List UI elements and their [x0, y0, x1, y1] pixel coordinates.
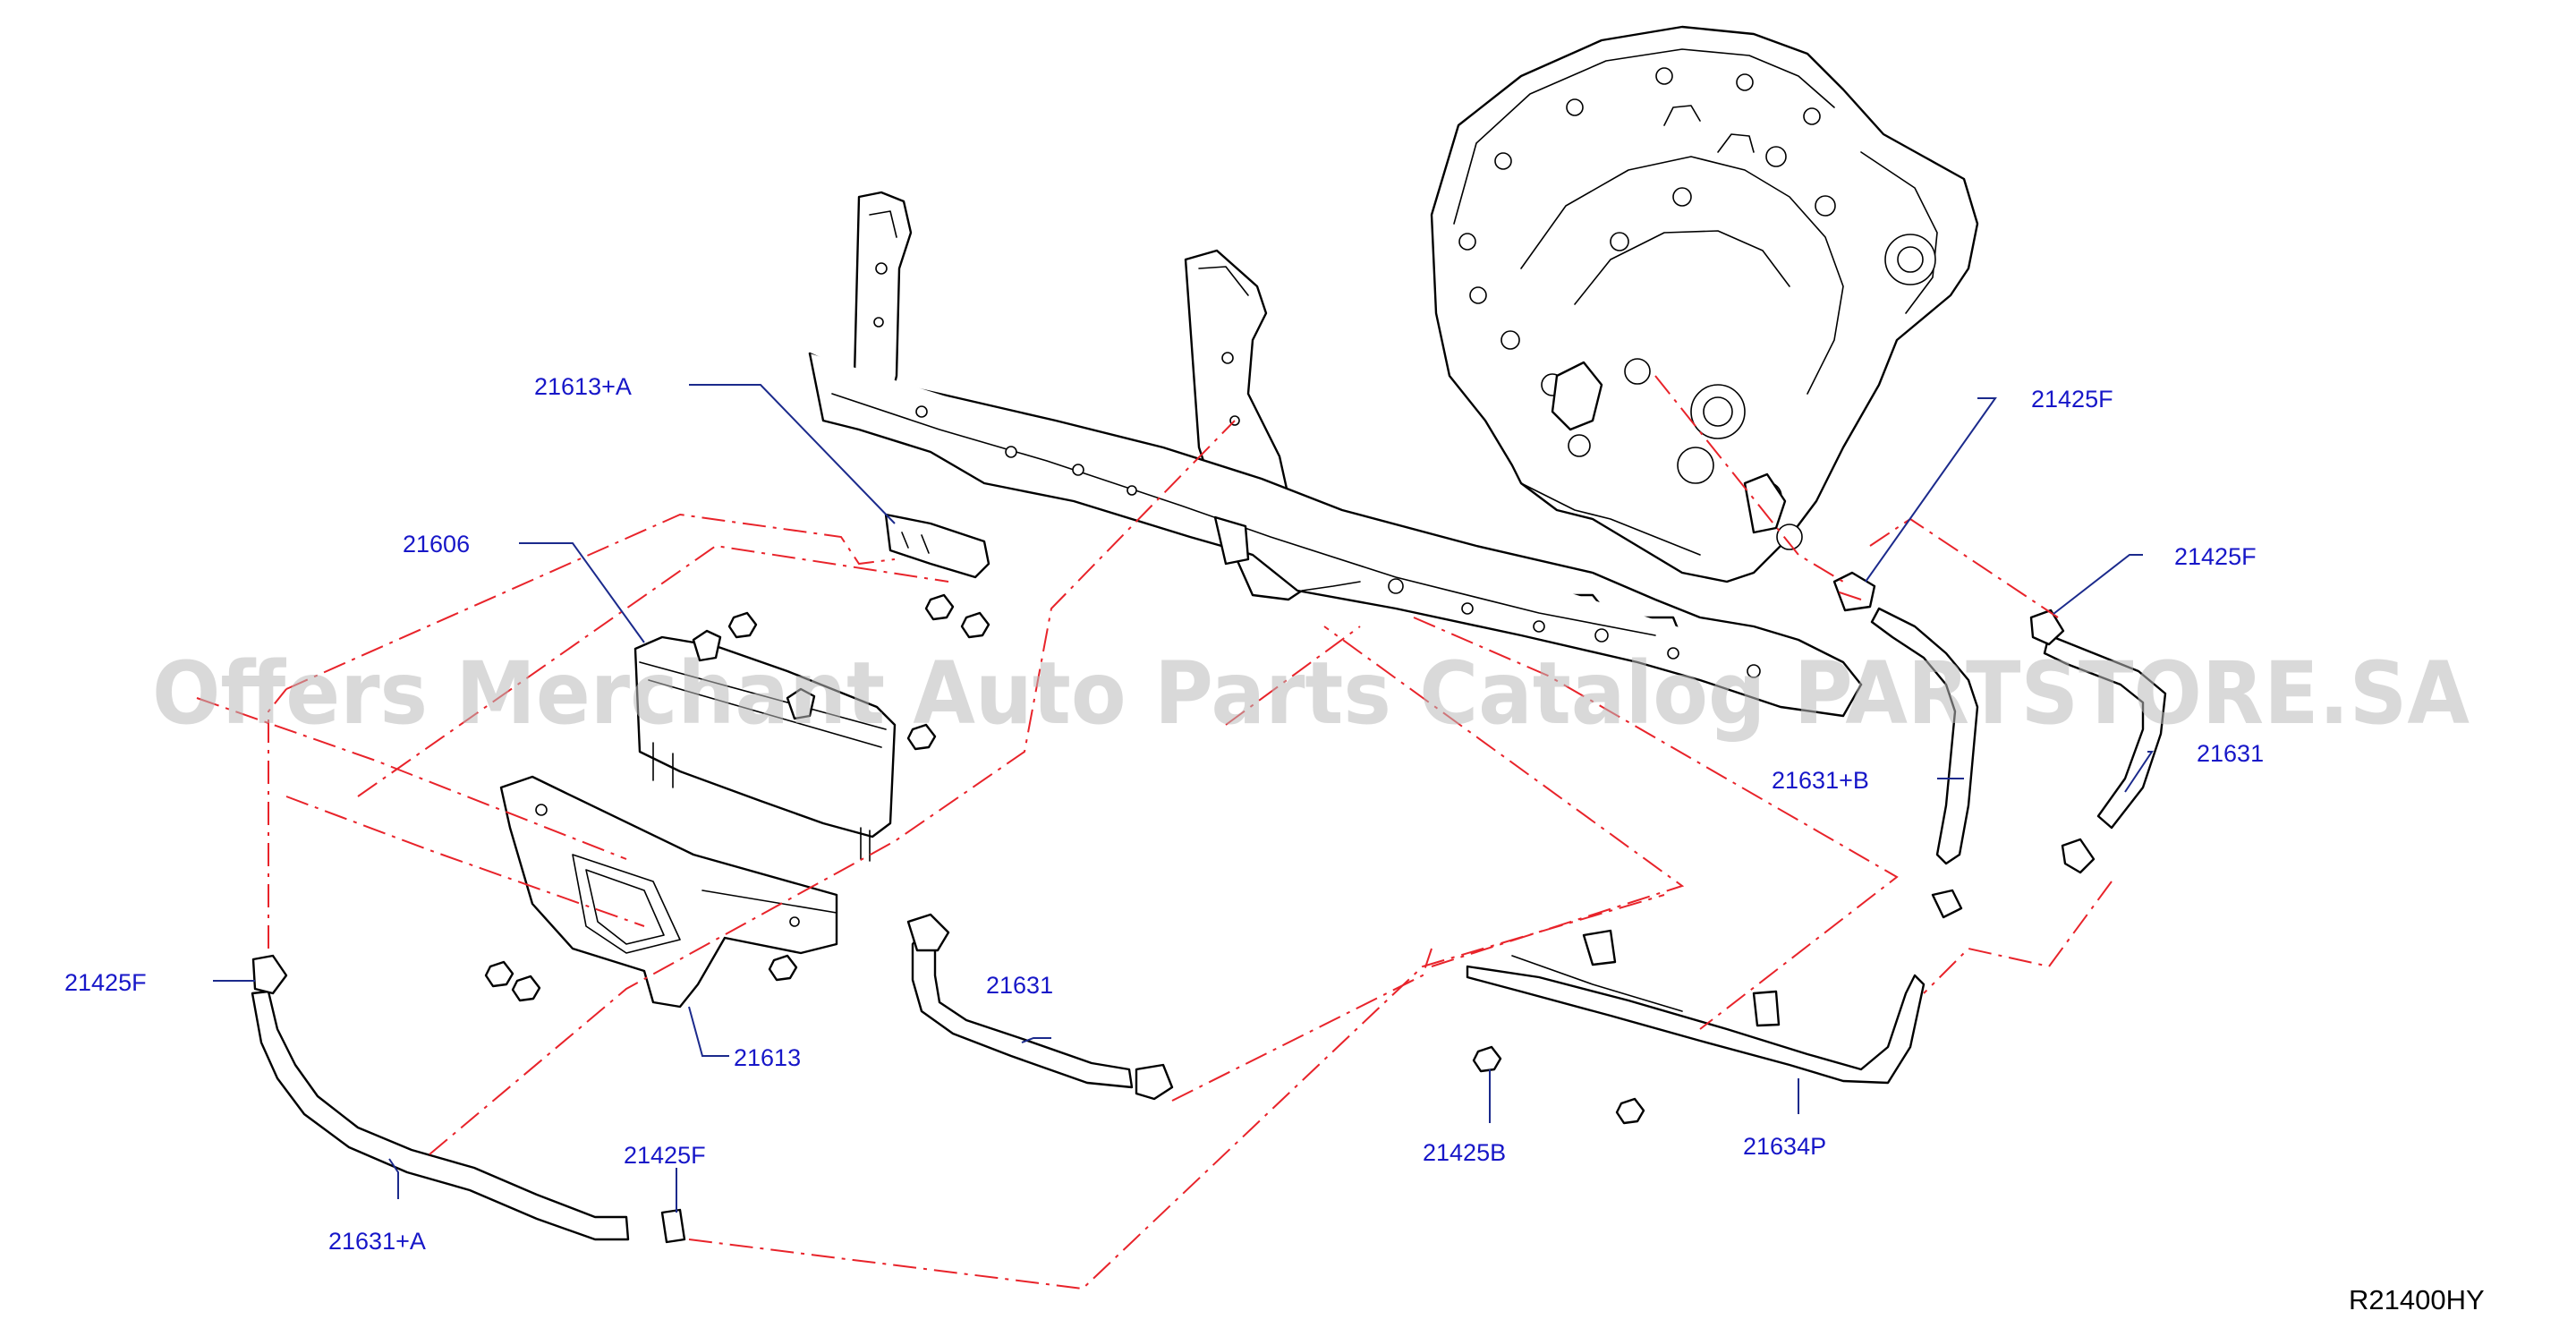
- hose-21631-plus-b: [1832, 571, 1979, 919]
- callout-21425b: 21425B: [1423, 1139, 1506, 1166]
- callout-21606: 21606: [403, 531, 470, 558]
- callout-21613-plus-a: 21613+A: [534, 373, 632, 400]
- callout-21631-plus-b: 21631+B: [1772, 767, 1869, 794]
- callout-21613: 21613: [734, 1044, 801, 1071]
- diagram-reference-code: R21400HY: [2349, 1284, 2485, 1315]
- callout-labels: 21613+A 21606 21425F 21425F 21631+B 2163…: [64, 373, 2264, 1255]
- fasteners: [484, 593, 1645, 1125]
- callout-21631-right: 21631: [2197, 740, 2264, 767]
- tube-assembly-21634p: [1466, 929, 1926, 1085]
- callout-21631-center: 21631: [986, 972, 1053, 999]
- callout-21425f-right: 21425F: [2174, 543, 2257, 570]
- callout-21631-plus-a: 21631+A: [328, 1228, 426, 1255]
- leader-lines: [213, 384, 2154, 1213]
- watermark-text: Offers Merchant Auto Parts Catalog PARTS…: [152, 643, 2470, 744]
- callout-21425f-left: 21425F: [64, 969, 147, 996]
- callout-21425f-top: 21425F: [2031, 386, 2113, 413]
- hose-21631-center: [906, 913, 1174, 1101]
- callout-21425f-bottom: 21425F: [624, 1142, 706, 1169]
- oil-cooler-21606: [633, 629, 897, 862]
- callout-21634p: 21634P: [1743, 1133, 1826, 1160]
- mounting-bracket-21613: [499, 775, 838, 1009]
- radiator-core-support: [808, 191, 1863, 718]
- phantom-lines: [196, 375, 2113, 1290]
- transmission-assembly: [1430, 25, 1979, 583]
- hose-21631-plus-a: [251, 954, 686, 1244]
